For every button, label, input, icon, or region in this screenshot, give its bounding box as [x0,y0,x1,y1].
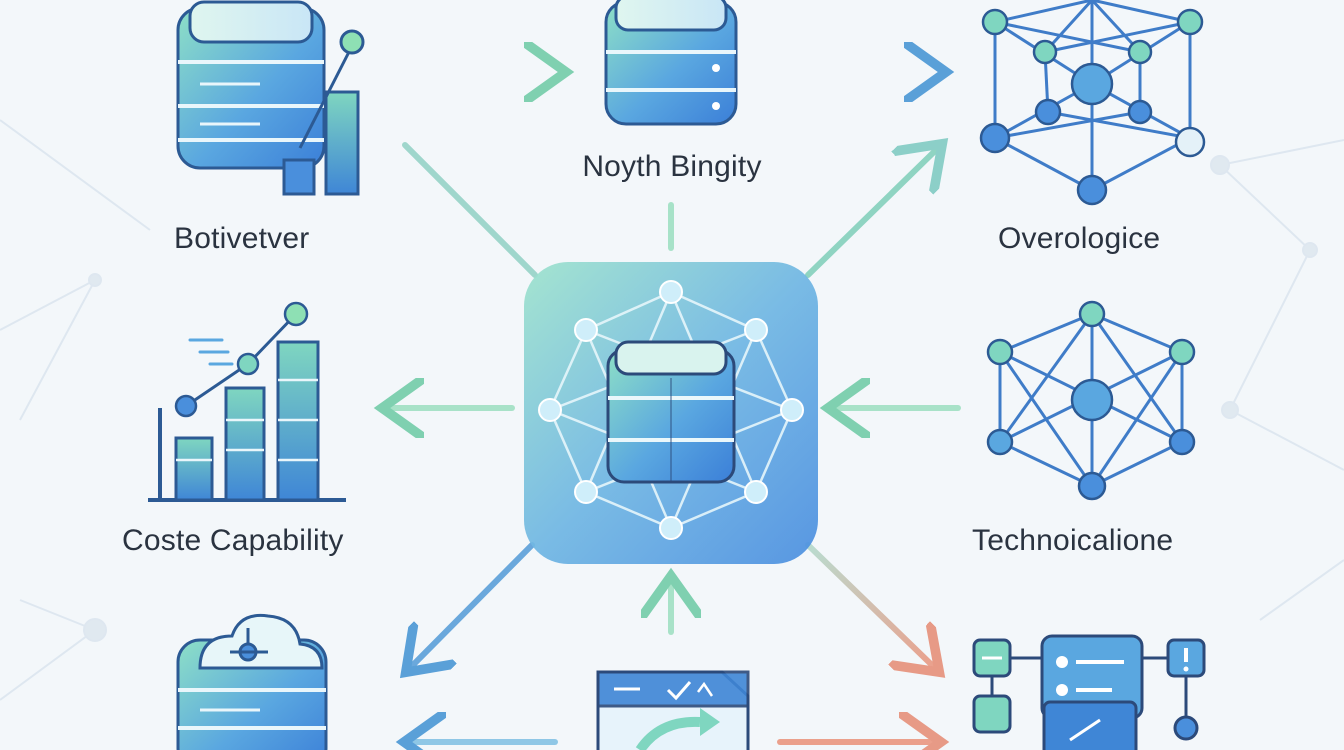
network-icon [979,0,1206,206]
label-mid-left: Coste Capability [122,524,344,557]
label-top-left: Botivetver [174,222,310,255]
background-network [0,119,1344,701]
database-cloud-icon [176,613,328,750]
bar-chart-icon [148,301,346,502]
arrow-hub-to-top-right [805,148,938,278]
network-icon [986,300,1196,501]
database-chart-icon [176,0,365,196]
label-mid-right: Technoicalione [972,524,1174,557]
arrow-hub-to-bottom-right [805,542,935,668]
connector-top-left-to-hub [402,142,538,278]
document-window-icon [596,670,750,750]
label-top-right: Overologice [998,222,1161,255]
database-network-hub-icon [524,262,818,564]
arrow-hub-to-bottom-left [410,542,535,668]
label-top-center: Noyth Bingity [582,150,762,183]
connector-arrows [388,72,961,742]
workflow-dashboard-icon [972,634,1206,750]
database-icon [604,0,738,126]
